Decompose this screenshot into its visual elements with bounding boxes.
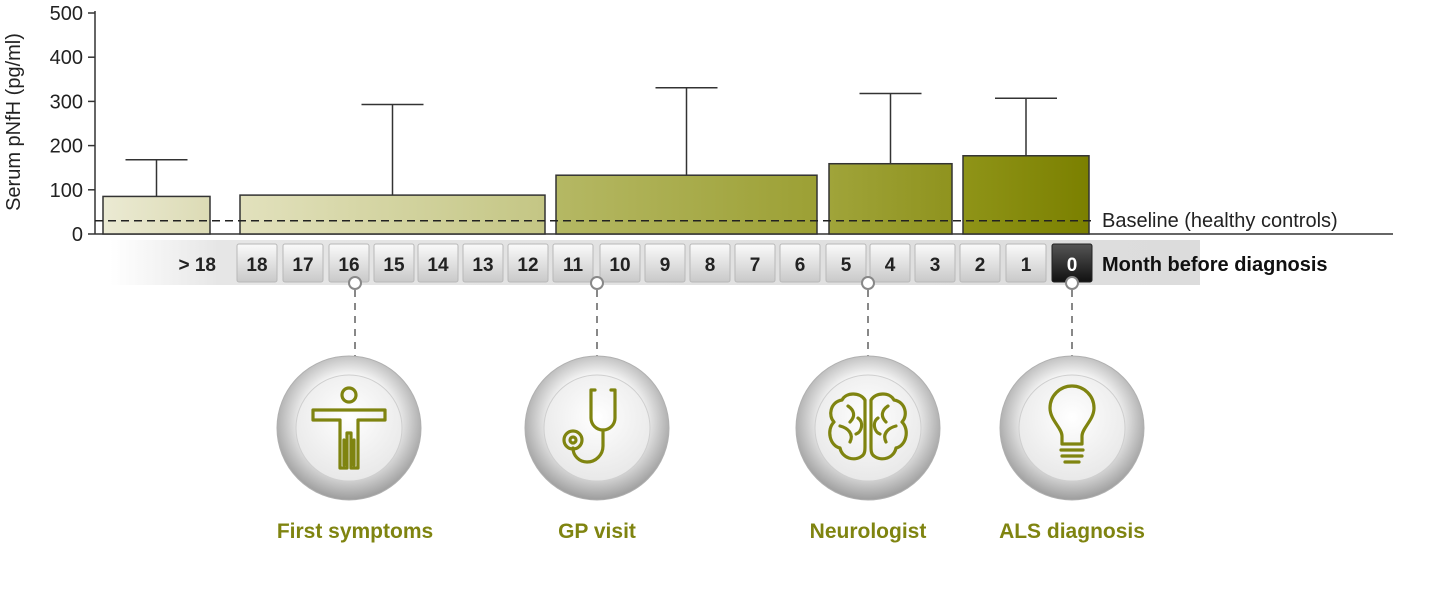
event-marker — [861, 276, 875, 290]
y-tick-label: 100 — [50, 180, 83, 202]
month-label: > 18 — [178, 255, 216, 276]
month-label: 13 — [472, 255, 493, 276]
month-label: 9 — [660, 255, 671, 276]
event-first-symptoms: First symptoms — [276, 276, 433, 543]
month-box — [644, 243, 686, 283]
month-box — [959, 243, 1001, 283]
bar — [962, 155, 1090, 235]
event-marker — [348, 276, 362, 290]
month-label: 8 — [705, 255, 716, 276]
month-box — [869, 243, 911, 283]
month-label: 5 — [841, 255, 852, 276]
bar — [239, 194, 546, 235]
event-icon-disc — [1018, 374, 1126, 482]
month-box — [734, 243, 776, 283]
event-neurologist: Neurologist — [795, 276, 941, 543]
month-box — [689, 243, 731, 283]
month-label: 18 — [246, 255, 267, 276]
month-label: 12 — [517, 255, 538, 276]
event-label: First symptoms — [277, 520, 433, 543]
month-label: 11 — [563, 255, 584, 276]
month-box — [914, 243, 956, 283]
month-label: 16 — [338, 255, 359, 276]
event-label: ALS diagnosis — [999, 520, 1145, 543]
lightbulb-icon — [1048, 384, 1096, 464]
month-box — [236, 243, 278, 283]
event-marker — [590, 276, 604, 290]
brain-icon — [828, 392, 908, 461]
month-label: 2 — [975, 255, 986, 276]
event-label: Neurologist — [810, 520, 927, 543]
y-tick-label: 400 — [50, 47, 83, 69]
month-label: 17 — [292, 255, 313, 276]
y-tick-label: 0 — [72, 224, 83, 246]
month-label: 0 — [1067, 255, 1078, 276]
month-box — [552, 243, 594, 283]
y-tick-label: 200 — [50, 136, 83, 158]
stethoscope-icon — [562, 388, 617, 464]
month-label: 15 — [383, 255, 405, 276]
month-box — [373, 243, 415, 283]
person-icon — [311, 386, 387, 470]
month-box — [417, 243, 459, 283]
month-box — [1005, 243, 1047, 283]
month-box — [825, 243, 867, 283]
event-gp-visit: GP visit — [524, 276, 670, 543]
month-label: 3 — [930, 255, 941, 276]
y-axis-label: Serum pNfH (pg/ml) — [3, 33, 25, 211]
month-label: 10 — [609, 255, 630, 276]
month-label: 6 — [795, 255, 806, 276]
month-box — [779, 243, 821, 283]
month-box — [599, 243, 641, 283]
x-axis-label: Month before diagnosis — [1102, 254, 1328, 276]
y-tick-label: 300 — [50, 91, 83, 113]
event-als-diagnosis: ALS diagnosis — [999, 276, 1145, 543]
bars — [102, 86, 1090, 235]
event-marker — [1065, 276, 1079, 290]
month-label: 4 — [885, 255, 896, 276]
month-box — [462, 243, 504, 283]
event-label: GP visit — [558, 520, 636, 543]
bar — [102, 195, 211, 235]
month-label: 1 — [1021, 255, 1032, 276]
month-label: 7 — [750, 255, 761, 276]
baseline-label: Baseline (healthy controls) — [1102, 210, 1338, 232]
events: First symptoms GP visit Neurologist ALS dia… — [276, 276, 1145, 543]
month-box — [282, 243, 324, 283]
bar — [828, 162, 953, 235]
month-label: 14 — [427, 255, 449, 276]
bar — [555, 174, 818, 235]
month-box — [507, 243, 549, 283]
y-tick-label: 500 — [50, 3, 83, 25]
event-icon-disc — [295, 374, 403, 482]
